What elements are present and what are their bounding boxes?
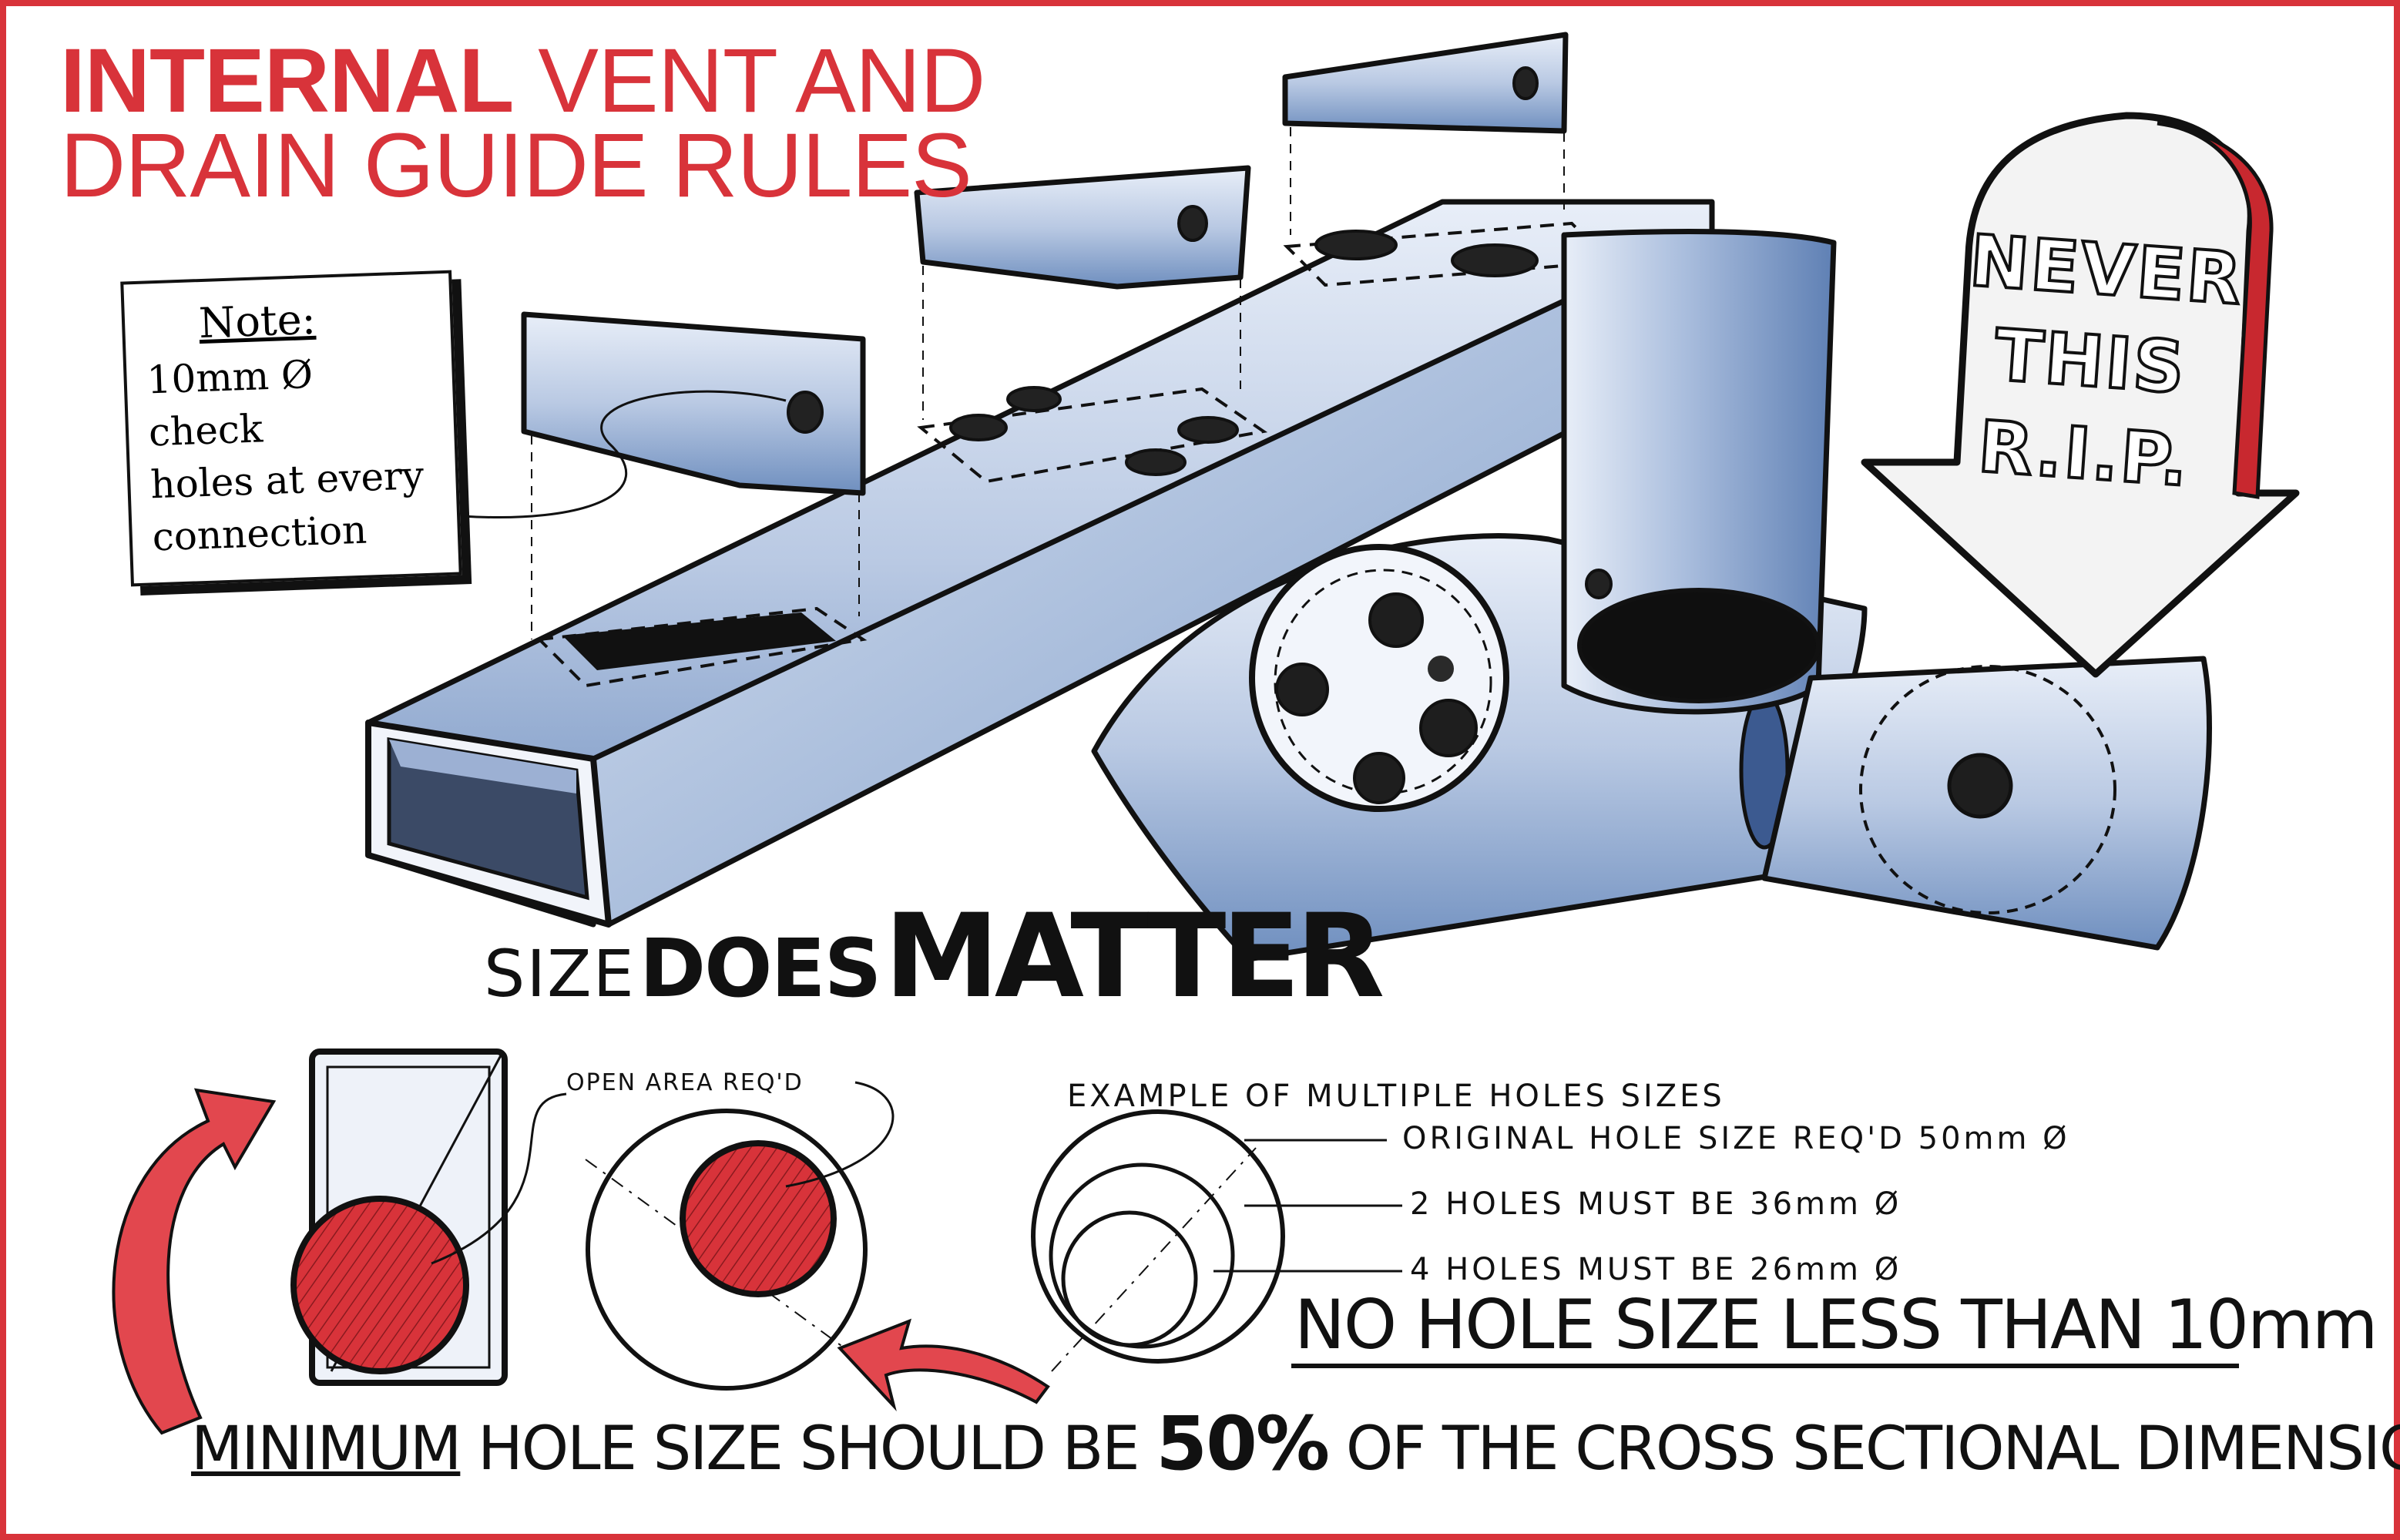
four-holes-label: 4 HOLES MUST BE 26mm Ø xyxy=(1410,1252,1902,1287)
round-tube-vertical xyxy=(1564,232,1834,712)
example-title-label: EXAMPLE OF MULTIPLE HOLES SIZES xyxy=(1067,1079,1725,1114)
note-heading: Note: xyxy=(198,291,431,347)
tombstone-text: NEVER THIS R.I.P. xyxy=(1954,215,2227,509)
poster-title: INTERNAL VENT AND DRAIN GUIDE RULES xyxy=(60,39,985,208)
section-rect-example xyxy=(294,1052,505,1383)
no-hole-underline xyxy=(1291,1364,2239,1368)
does-word: DOES xyxy=(639,921,881,1015)
rule-part-2: OF THE CROSS SECTIONAL DIMENSION. xyxy=(1328,1414,2400,1484)
red-curved-arrow-left xyxy=(114,1090,274,1433)
note-card: Note: 10mm Ø check holes at every connec… xyxy=(120,270,462,587)
note-line-3: connection xyxy=(152,501,438,563)
open-area-label: OPEN AREA REQ'D xyxy=(566,1069,804,1096)
note-line-1: 10mm Ø check xyxy=(146,344,435,459)
tombstone-line-3: R.I.P. xyxy=(1954,399,2214,509)
red-curved-arrow-right xyxy=(840,1321,1048,1406)
tombstone-line-1: NEVER xyxy=(1967,215,2227,325)
original-hole-label: ORIGINAL HOLE SIZE REQ'D 50mm Ø xyxy=(1402,1121,2070,1156)
size-does-matter-heading: SIZE DOES MATTER xyxy=(484,890,1380,1024)
two-holes-label: 2 HOLES MUST BE 36mm Ø xyxy=(1410,1186,1902,1222)
note-line-2: holes at every xyxy=(149,449,436,512)
matter-word: MATTER xyxy=(884,890,1381,1024)
size-word: SIZE xyxy=(484,936,636,1012)
round-tube-right xyxy=(1764,659,2210,948)
minimum-word: MINIMUM xyxy=(191,1414,460,1484)
section-circle-example xyxy=(586,1111,865,1388)
tombstone-line-2: THIS xyxy=(1960,307,2220,418)
round-tube-end-plate xyxy=(1252,547,1506,809)
minimum-hole-rule: MINIMUM HOLE SIZE SHOULD BE 50% OF THE C… xyxy=(191,1401,2400,1487)
rule-part-1: HOLE SIZE SHOULD BE xyxy=(460,1414,1156,1484)
title-line2: DRAIN GUIDE RULES xyxy=(60,115,972,216)
no-hole-size-rule: NO HOLE SIZE LESS THAN 10mm Ø xyxy=(1294,1285,2400,1364)
fifty-percent: 50% xyxy=(1156,1401,1328,1487)
